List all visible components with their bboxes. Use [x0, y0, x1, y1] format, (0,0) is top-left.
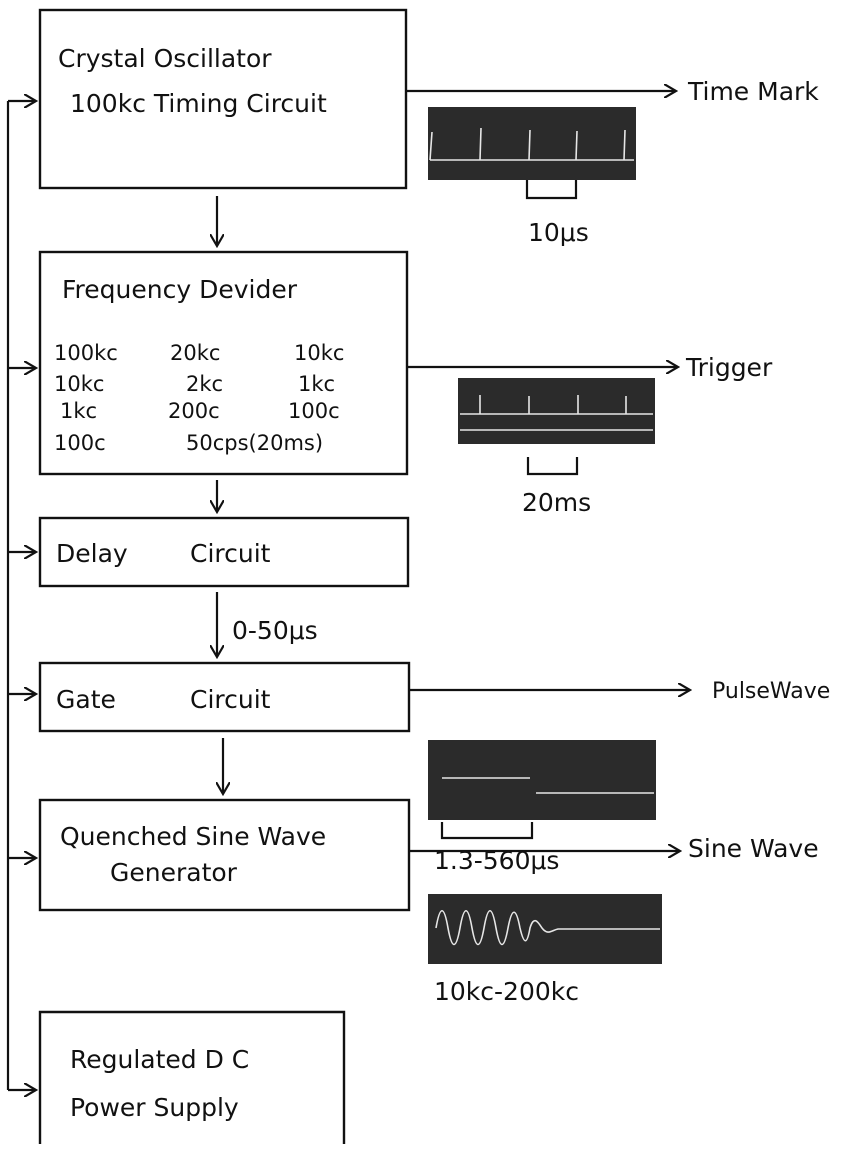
divider-r1c1: 2kc [186, 372, 223, 396]
power-supply-block: Regulated D C Power Supply [38, 1010, 346, 1144]
crystal-line1: Crystal Oscillator [58, 44, 272, 73]
crystal-oscillator-block: Crystal Oscillator 100kc Timing Circuit [38, 8, 408, 190]
quench-line2: Generator [110, 858, 238, 887]
delay-left: Delay [56, 539, 128, 568]
delay-range-label: 0-50μs [232, 616, 318, 645]
gate-circuit-block: Gate Circuit [38, 661, 411, 733]
time-mark-scale-bracket [525, 180, 578, 200]
delay-circuit-block: Delay Circuit [38, 516, 410, 588]
power-line2: Power Supply [70, 1093, 239, 1122]
quenched-sine-block: Quenched Sine Wave Generator [38, 798, 411, 912]
divider-r1c0: 10kc [54, 372, 104, 396]
power-bus [6, 101, 36, 1090]
divider-r1c2: 1kc [298, 372, 335, 396]
divider-r0c0: 100kc [54, 341, 118, 365]
trigger-scale-bracket [526, 457, 579, 476]
time-mark-label: Time Mark [687, 77, 819, 106]
divider-r2c2: 100c [288, 399, 340, 423]
divider-r2c1: 200c [168, 399, 220, 423]
time-mark-scope-image [428, 107, 636, 180]
divider-r0c2: 10kc [294, 341, 344, 365]
divider-title: Frequency Devider [62, 275, 298, 304]
sine-label: Sine Wave [688, 834, 819, 863]
pulse-scope-image [428, 740, 656, 820]
gate-right: Circuit [190, 685, 271, 714]
frequency-divider-block: Frequency Devider 100kc 20kc 10kc 10kc 2… [38, 250, 409, 476]
trigger-scale-label: 20ms [522, 488, 591, 517]
delay-right: Circuit [190, 539, 271, 568]
trigger-scope-image [458, 378, 655, 444]
pulse-scale-bracket [440, 822, 534, 840]
divider-r0c1: 20kc [170, 341, 220, 365]
divider-r3c1: 50cps(20ms) [186, 431, 323, 455]
time-mark-scale-label: 10μs [528, 218, 589, 247]
sine-scope-image [428, 894, 662, 964]
divider-r3c0: 100c [54, 431, 106, 455]
pulse-scale-label: 1.3-560μs [434, 846, 559, 875]
crystal-line2: 100kc Timing Circuit [70, 89, 327, 118]
pulse-label: PulseWave [712, 679, 830, 704]
divider-r2c0: 1kc [60, 399, 97, 423]
trigger-label: Trigger [685, 353, 773, 382]
sine-scale-label: 10kc-200kc [434, 977, 579, 1006]
gate-left: Gate [56, 685, 116, 714]
power-line1: Regulated D C [70, 1045, 249, 1074]
quench-line1: Quenched Sine Wave [60, 822, 326, 851]
